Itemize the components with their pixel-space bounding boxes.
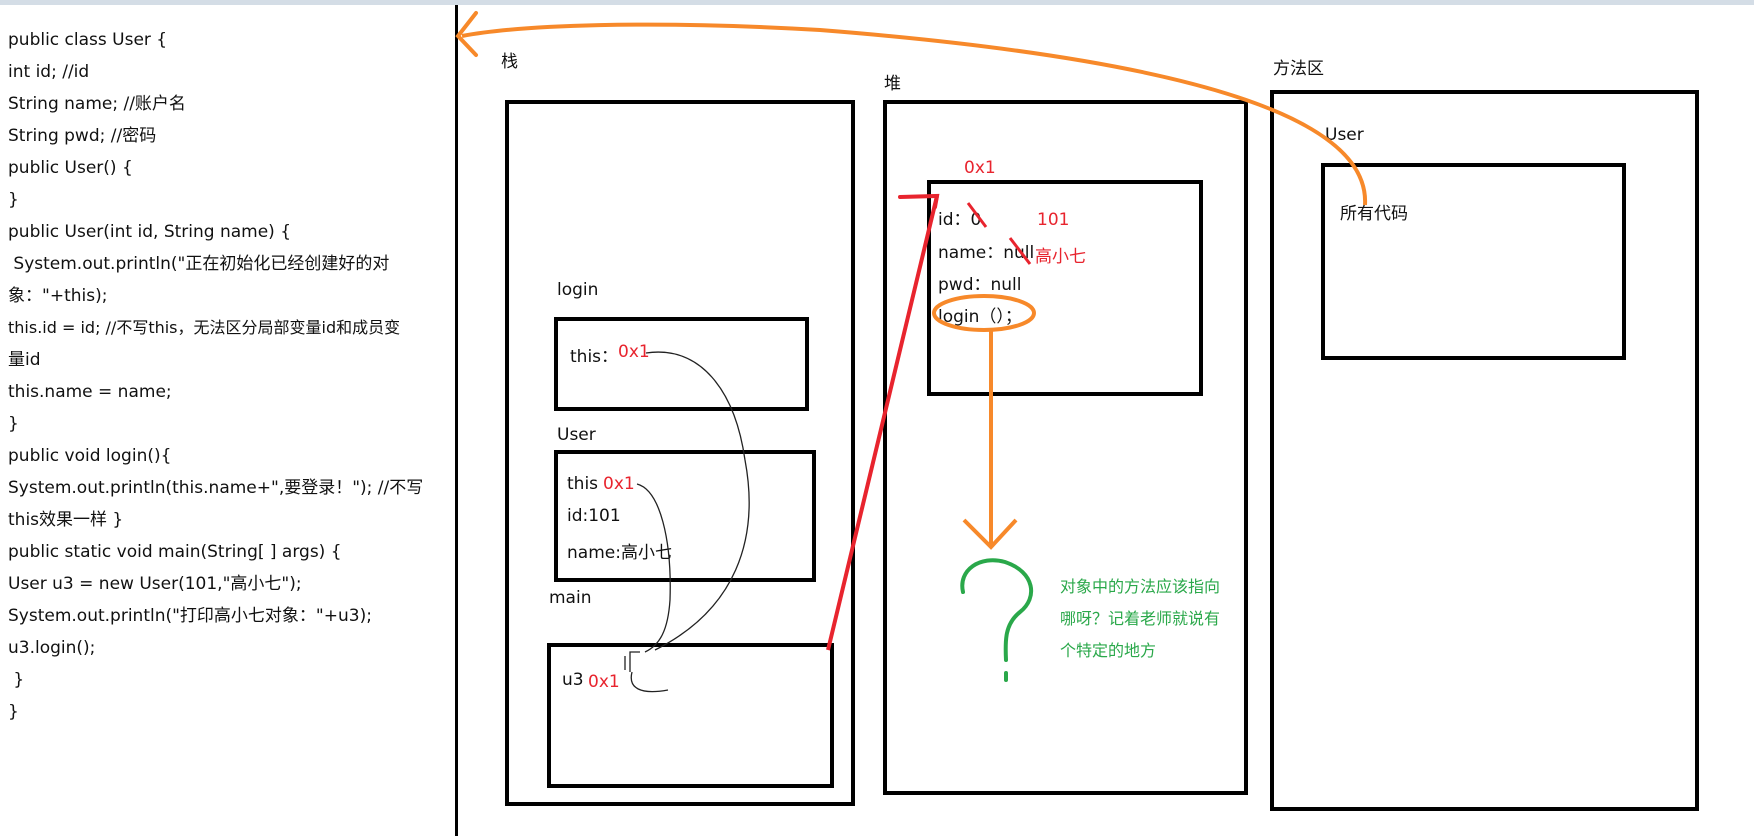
object-login-method: login（）； (938, 307, 1022, 327)
login-this-label: this： (570, 347, 619, 367)
question-line-1: 对象中的方法应该指向 (1060, 577, 1221, 596)
code-line: } (8, 190, 19, 210)
class-box (1321, 163, 1626, 360)
user-object-box (927, 180, 1203, 396)
code-line: } (8, 414, 19, 434)
code-line: public User() { (8, 158, 133, 178)
stack-label: 栈 (501, 52, 518, 72)
code-line: System.out.println("打印高小七对象："+u3); (8, 606, 372, 626)
heap-label: 堆 (884, 74, 901, 94)
class-content: 所有代码 (1340, 204, 1408, 224)
login-frame-box (554, 317, 809, 411)
code-line: System.out.println("正在初始化已经创建好的对 (8, 254, 390, 274)
login-down-arrowhead (962, 518, 1018, 550)
class-label: User (1325, 125, 1364, 145)
user-frame-box (554, 450, 816, 582)
name-strike-mark (1008, 237, 1032, 265)
u3-bracket (624, 651, 669, 693)
panel-divider (455, 5, 458, 836)
question-line-3: 个特定的地方 (1060, 641, 1157, 660)
code-line: 象："+this); (8, 286, 108, 306)
code-line: public class User { (8, 30, 168, 50)
code-line: } (8, 702, 19, 722)
code-panel: public class User { int id; //id String … (0, 8, 455, 836)
u3-to-object-arrowhead (898, 193, 940, 209)
code-line: } (8, 670, 25, 690)
object-id-field: id：0 (938, 210, 982, 230)
user-this-label: this (567, 474, 599, 494)
code-line: 量id (8, 350, 41, 370)
code-line: this效果一样 } (8, 510, 124, 530)
login-this-value: 0x1 (618, 342, 650, 362)
object-name-field: name：null (938, 243, 1035, 263)
code-line: u3.login(); (8, 638, 96, 658)
code-line: User u3 = new User(101,"高小七"); (8, 574, 302, 594)
user-this-value: 0x1 (603, 474, 635, 494)
main-var-value: 0x1 (588, 672, 620, 692)
login-frame-label: login (557, 280, 599, 300)
main-frame-box (547, 643, 834, 788)
login-this-link (645, 351, 750, 651)
code-line: public User(int id, String name) { (8, 222, 292, 242)
user-frame-label: User (557, 425, 596, 445)
question-line-2: 哪呀？记着老师就说有 (1060, 609, 1221, 628)
code-line: String name; //账户名 (8, 94, 186, 114)
login-highlight-ellipse (932, 294, 1036, 332)
code-line: this.name = name; (8, 382, 172, 402)
code-line: int id; //id (8, 62, 90, 82)
method-area-box (1270, 90, 1699, 811)
object-id-new-value: 101 (1037, 210, 1070, 230)
code-line: public void login(){ (8, 446, 172, 466)
user-name-value: name:高小七 (567, 543, 672, 563)
heap-area-box (883, 100, 1248, 795)
u3-to-object-arrow (826, 195, 939, 651)
question-mark-icon (960, 558, 1034, 682)
code-line: this.id = id; //不写this，无法区分局部变量id和成员变 (8, 318, 401, 337)
main-frame-label: main (549, 588, 592, 608)
stack-area-box (505, 100, 855, 806)
code-line: System.out.println(this.name+",要登录！"); /… (8, 478, 424, 498)
object-address: 0x1 (964, 158, 996, 178)
code-line: String pwd; //密码 (8, 126, 157, 146)
user-id-value: id:101 (567, 506, 621, 526)
code-to-stack-arrowhead (455, 11, 478, 57)
method-area-label: 方法区 (1273, 59, 1324, 79)
code-line: public static void main(String[ ] args) … (8, 542, 342, 562)
id-strike-mark (966, 202, 988, 228)
main-var-label: u3 (562, 670, 584, 690)
window-top-bar (0, 0, 1754, 5)
object-name-new-value: 高小七 (1035, 247, 1086, 267)
code-to-stack-arrow (461, 22, 1368, 206)
object-pwd-field: pwd：null (938, 275, 1022, 295)
user-this-link (636, 483, 671, 653)
